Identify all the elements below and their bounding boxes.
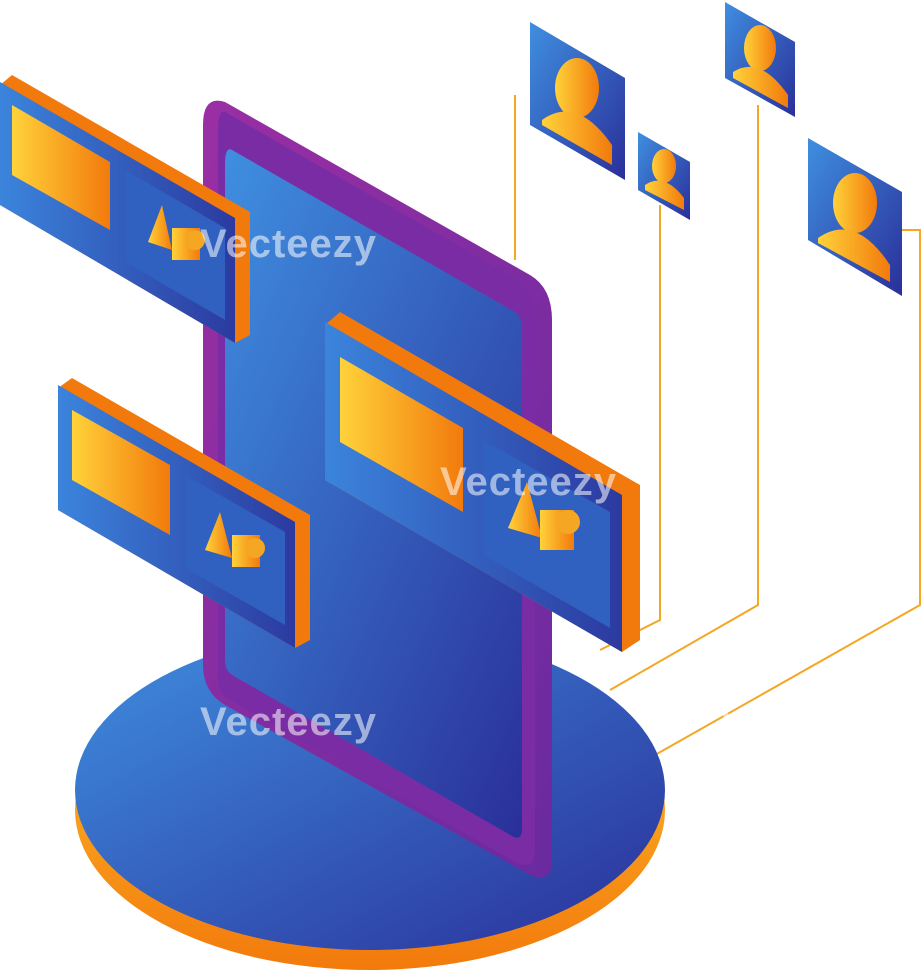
user-avatar-card-3 bbox=[725, 2, 795, 117]
user-avatar-icon bbox=[542, 58, 612, 165]
user-avatar-icon bbox=[733, 25, 788, 108]
user-avatar-card-4 bbox=[808, 138, 902, 296]
user-avatar-card-1 bbox=[530, 22, 625, 180]
image-placeholder-icon bbox=[508, 482, 580, 550]
video-card-top-left bbox=[0, 75, 250, 343]
video-card-bottom-left bbox=[58, 378, 310, 648]
video-card-right bbox=[325, 312, 640, 652]
user-avatar-card-2 bbox=[638, 132, 690, 220]
image-placeholder-icon bbox=[205, 512, 265, 567]
user-avatar-icon bbox=[645, 149, 684, 210]
image-placeholder-icon bbox=[148, 205, 205, 260]
user-avatar-icon bbox=[818, 173, 890, 282]
